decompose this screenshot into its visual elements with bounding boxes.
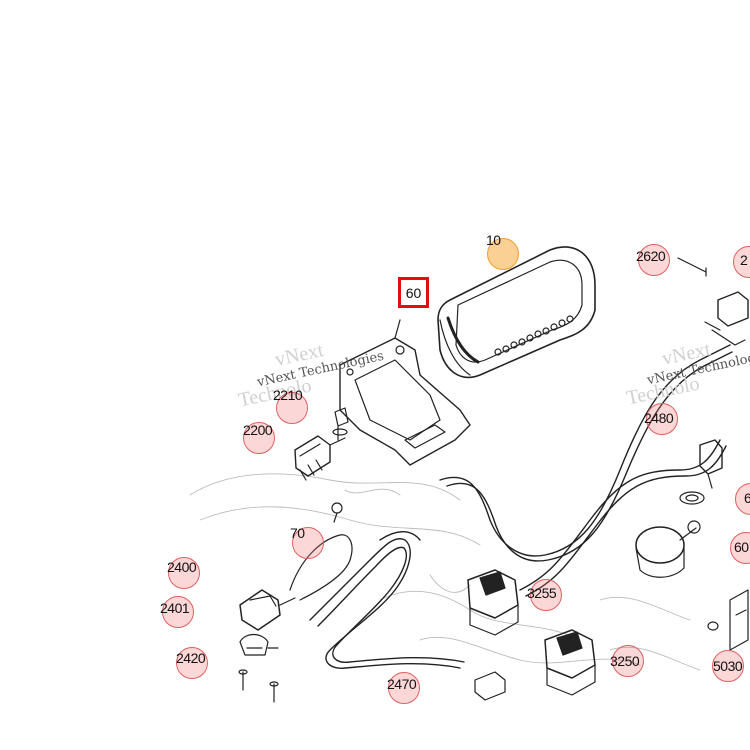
callout-2620-hotspot[interactable] bbox=[638, 244, 670, 276]
connector-2400-drawing bbox=[239, 589, 296, 631]
callout-60-label: 60 bbox=[405, 285, 422, 301]
callout-3255-hotspot[interactable] bbox=[530, 579, 562, 611]
cluster-indicator-dots bbox=[494, 315, 574, 356]
callout-2210-hotspot[interactable] bbox=[276, 392, 308, 424]
control-knob-drawing bbox=[635, 520, 701, 578]
switch-3255-drawing bbox=[467, 569, 519, 636]
part-5030-drawing bbox=[707, 589, 749, 651]
fastener-2210-drawing bbox=[332, 407, 349, 441]
callout-2420-hotspot[interactable] bbox=[176, 647, 208, 679]
callout-2480-hotspot[interactable] bbox=[646, 403, 678, 435]
connector-2200-drawing bbox=[294, 435, 346, 481]
harness-2470-drawing bbox=[309, 531, 465, 669]
callout-60-selected[interactable]: 60 bbox=[398, 277, 429, 308]
right-bracket-drawing bbox=[704, 291, 749, 346]
bolt-2620-drawing bbox=[677, 257, 707, 277]
clip-70-drawing bbox=[331, 502, 343, 523]
callout-2400-hotspot[interactable] bbox=[168, 557, 200, 589]
callout-2470-hotspot[interactable] bbox=[388, 672, 420, 704]
callout-3250-hotspot[interactable] bbox=[612, 645, 644, 677]
callout-10-hotspot[interactable] bbox=[487, 238, 519, 270]
mounting-bracket-drawing bbox=[339, 319, 471, 466]
callout-5030-hotspot[interactable] bbox=[712, 650, 744, 682]
instrument-cluster-drawing bbox=[437, 246, 596, 379]
clip-2401-drawing bbox=[239, 633, 279, 656]
callout-2401-hotspot[interactable] bbox=[162, 596, 194, 628]
callout-2200-hotspot[interactable] bbox=[243, 422, 275, 454]
grommet-drawing bbox=[679, 491, 705, 505]
connector-right-drawing bbox=[699, 439, 723, 489]
bolts-2420-drawing bbox=[238, 669, 279, 703]
switch-3250-drawing bbox=[544, 629, 596, 696]
callout-70-hotspot[interactable] bbox=[292, 527, 324, 559]
